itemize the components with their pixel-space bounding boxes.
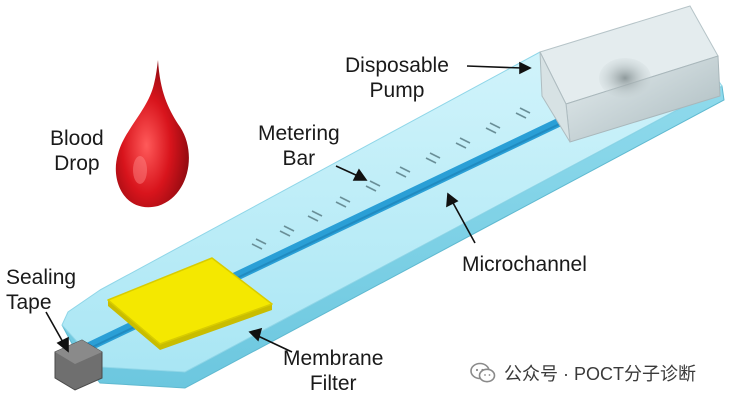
disposable-pump-label-line2: Pump xyxy=(369,79,425,102)
membrane-filter-label: Membrane Filter xyxy=(283,346,383,396)
watermark: 公众号 · POCT分子诊断 xyxy=(470,359,696,387)
leader-lines xyxy=(45,61,532,353)
blood-drop-highlight xyxy=(133,156,147,184)
metering-marks xyxy=(251,107,531,250)
watermark-text: 公众号 · POCT分子诊断 xyxy=(504,364,696,384)
sealing-tape-label-line1: Sealing xyxy=(6,266,77,289)
microchannel-label: Microchannel xyxy=(462,253,587,276)
membrane-filter-side xyxy=(108,300,272,350)
metering-bar-label-line1: Metering xyxy=(258,122,340,145)
disposable-pump-label-line1: Disposable xyxy=(345,54,449,77)
sealing-tape-label: Sealing Tape xyxy=(6,265,76,315)
blood-drop-label-line2: Drop xyxy=(54,152,100,175)
metering-bar-label: Metering Bar xyxy=(258,121,340,171)
membrane-filter-label-line1: Membrane xyxy=(283,347,384,370)
membrane-filter-label-line2: Filter xyxy=(309,372,357,395)
blood-drop-label-line1: Blood xyxy=(50,127,104,150)
blood-drop xyxy=(115,60,189,208)
wechat-icon xyxy=(470,362,496,383)
blood-drop-label: Blood Drop xyxy=(50,126,104,176)
sealing-tape-top xyxy=(55,340,102,364)
disposable-pump-label: Disposable Pump xyxy=(345,53,449,103)
membrane-filter xyxy=(107,257,273,345)
pump-dome xyxy=(599,58,651,98)
metering-bar-label-line2: Bar xyxy=(282,147,316,170)
sealing-tape-label-line2: Tape xyxy=(6,291,52,314)
pump-left xyxy=(539,51,571,143)
